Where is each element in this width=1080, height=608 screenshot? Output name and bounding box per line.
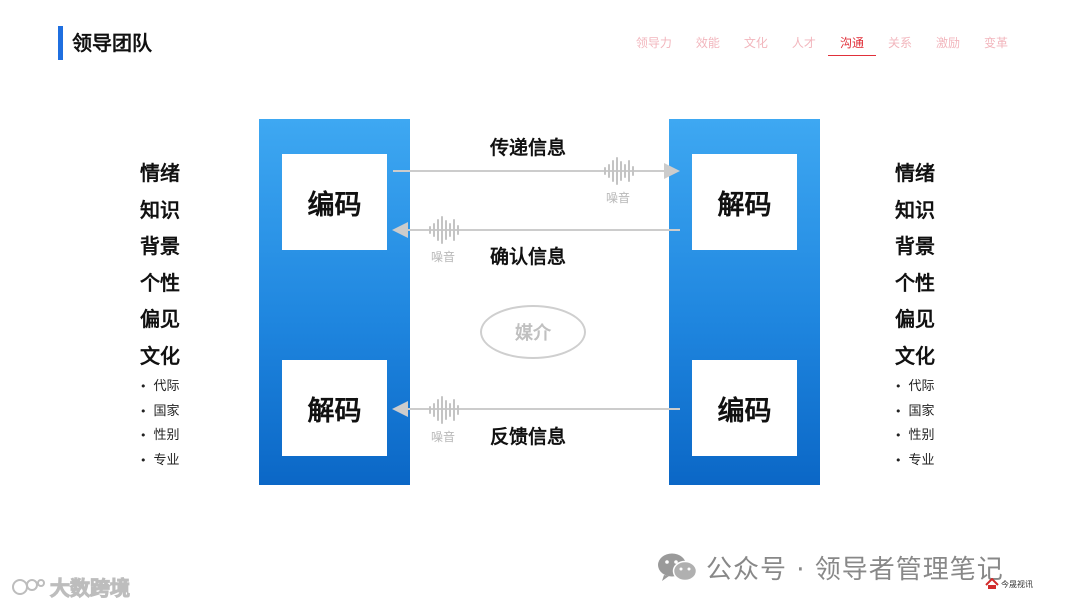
culture-sub-item: 专业 — [895, 451, 955, 476]
nav-item-effectiveness[interactable]: 效能 — [695, 36, 720, 50]
receiver-encode-box: 编码 — [692, 360, 797, 456]
nav-item-leadership[interactable]: 领导力 — [635, 36, 672, 50]
corner-logo: 今晟视讯 — [985, 578, 1033, 590]
nav-item-change[interactable]: 变革 — [983, 36, 1008, 50]
trait-item: 知识 — [895, 197, 935, 222]
sound-wave-icon — [429, 216, 459, 244]
nav-item-relationship[interactable]: 关系 — [887, 36, 912, 50]
wechat-icon — [658, 553, 698, 581]
receiver-traits: 情绪 知识 背景 个性 偏见 文化 代际 国家 性别 专业 — [895, 158, 955, 475]
culture-sub-item: 国家 — [895, 402, 955, 427]
culture-sub-item: 国家 — [140, 402, 200, 427]
wechat-account-text: 公众号 · 领导者管理笔记 — [706, 555, 1004, 585]
noise-label: 噪音 — [431, 430, 456, 444]
top-nav: 领导力 效能 文化 人才 沟通 关系 激励 变革 — [624, 34, 1020, 56]
culture-sub-item: 性别 — [895, 426, 955, 451]
sound-wave-icon — [429, 396, 459, 424]
house-logo-icon — [985, 578, 999, 589]
trait-item: 偏见 — [895, 307, 935, 331]
trait-item: 背景 — [140, 234, 180, 258]
medium-label: 媒介 — [515, 323, 551, 344]
page-title: 领导团队 — [72, 31, 152, 55]
medium-ellipse: 媒介 — [480, 305, 586, 359]
corner-logo-text: 今晟视讯 — [1001, 579, 1033, 589]
trait-item: 情绪 — [895, 161, 935, 185]
sender-traits: 情绪 知识 背景 个性 偏见 文化 代际 国家 性别 专业 — [140, 158, 200, 475]
nav-item-motivation[interactable]: 激励 — [935, 36, 960, 50]
brand-logo-icon — [12, 578, 45, 595]
noise-label: 噪音 — [431, 250, 456, 264]
sender-panel: 编码 解码 — [259, 119, 410, 485]
trait-item: 背景 — [895, 234, 935, 258]
culture-sub-item: 性别 — [140, 426, 200, 451]
nav-item-communication[interactable]: 沟通 — [827, 34, 876, 56]
trait-item: 个性 — [140, 270, 180, 295]
trait-item: 文化 — [895, 343, 935, 368]
nav-item-talent[interactable]: 人才 — [791, 36, 816, 50]
sound-wave-icon — [604, 157, 634, 185]
watermark-left: 大数跨境 — [10, 572, 131, 601]
watermark-left-text: 大数跨境 — [50, 576, 131, 601]
send-message-label: 传递信息 — [490, 137, 567, 159]
wechat-watermark: 公众号 · 领导者管理笔记 — [656, 549, 1004, 586]
receiver-panel: 解码 编码 — [669, 119, 820, 485]
trait-item: 文化 — [140, 343, 180, 368]
sender-decode-box: 解码 — [282, 360, 387, 456]
trait-item: 知识 — [140, 197, 180, 222]
trait-item: 情绪 — [140, 161, 180, 185]
sender-encode-box: 编码 — [282, 154, 387, 250]
confirm-message-label: 确认信息 — [490, 246, 567, 268]
nav-item-culture[interactable]: 文化 — [743, 36, 768, 50]
feedback-message-label: 反馈信息 — [490, 426, 567, 448]
culture-sub-item: 代际 — [895, 377, 955, 402]
culture-sub-item: 代际 — [140, 377, 200, 402]
culture-sub-item: 专业 — [140, 451, 200, 476]
title-accent-bar — [58, 26, 63, 60]
trait-item: 偏见 — [140, 307, 180, 331]
noise-label: 噪音 — [606, 191, 631, 205]
receiver-decode-box: 解码 — [692, 154, 797, 250]
trait-item: 个性 — [895, 270, 935, 295]
